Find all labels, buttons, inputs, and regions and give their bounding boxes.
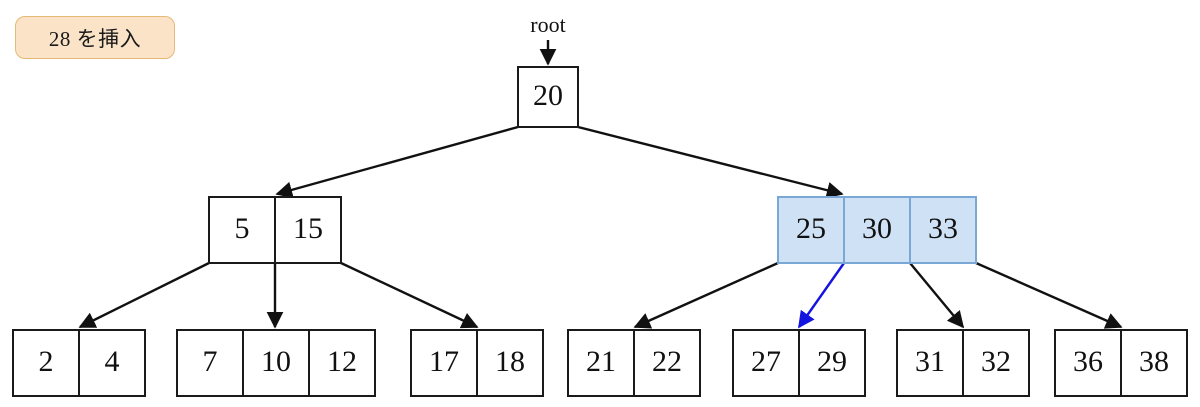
tree-node-leaf-7[interactable]: 36 38 [1054,329,1188,397]
node-key-value: 27 [751,345,781,378]
node-key-value: 20 [533,79,563,112]
node-key-value: 10 [261,345,291,378]
node-key-value: 22 [652,345,682,378]
tree-node-internal-left[interactable]: 5 15 [208,196,342,264]
node-key-value: 38 [1139,345,1169,378]
tree-edge-root-to-internal-left [275,125,519,199]
node-key-value: 30 [862,212,892,245]
node-key-value: 21 [586,345,616,378]
node-key-value: 2 [39,345,54,378]
operation-badge: 28 を挿入 [15,16,175,59]
node-key-value: 29 [817,345,847,378]
tree-node-leaf-5[interactable]: 27 29 [732,329,866,397]
node-key-value: 36 [1073,345,1103,378]
tree-edge-root-to-internal-right [577,125,844,199]
node-key-value: 4 [105,345,120,378]
node-key-value: 32 [981,345,1011,378]
node-box [777,196,977,264]
node-key-value: 33 [928,212,958,245]
tree-edge-internal-right-to-leaf-7 [975,261,1123,329]
tree-edge-internal-right-to-leaf-4 [633,261,779,329]
tree-node-leaf-6[interactable]: 31 32 [896,329,1030,397]
root-pointer: root [530,12,566,66]
node-key-value: 5 [235,212,250,245]
node-key-value: 17 [429,345,459,378]
root-label: root [530,12,565,37]
tree-edge-internal-right-to-leaf-6 [909,262,965,329]
tree-node-leaf-2[interactable]: 7 10 12 [176,329,376,397]
node-box [176,329,376,397]
tree-node-internal-right[interactable]: 25 30 33 [777,196,977,264]
tree-edge-internal-left-to-leaf-1 [78,261,210,329]
node-key-value: 18 [495,345,525,378]
node-key-value: 31 [915,345,945,378]
tree-node-leaf-4[interactable]: 21 22 [567,329,701,397]
tree-edge-internal-left-to-leaf-3 [340,261,479,329]
node-key-value: 15 [293,212,323,245]
edges-layer [78,125,1123,329]
node-box [517,66,579,128]
tree-edge-internal-right-to-leaf-5 [798,262,845,329]
node-key-value: 25 [796,212,826,245]
tree-node-root[interactable]: 20 [517,66,579,128]
node-key-value: 12 [327,345,357,378]
node-key-value: 7 [203,345,218,378]
